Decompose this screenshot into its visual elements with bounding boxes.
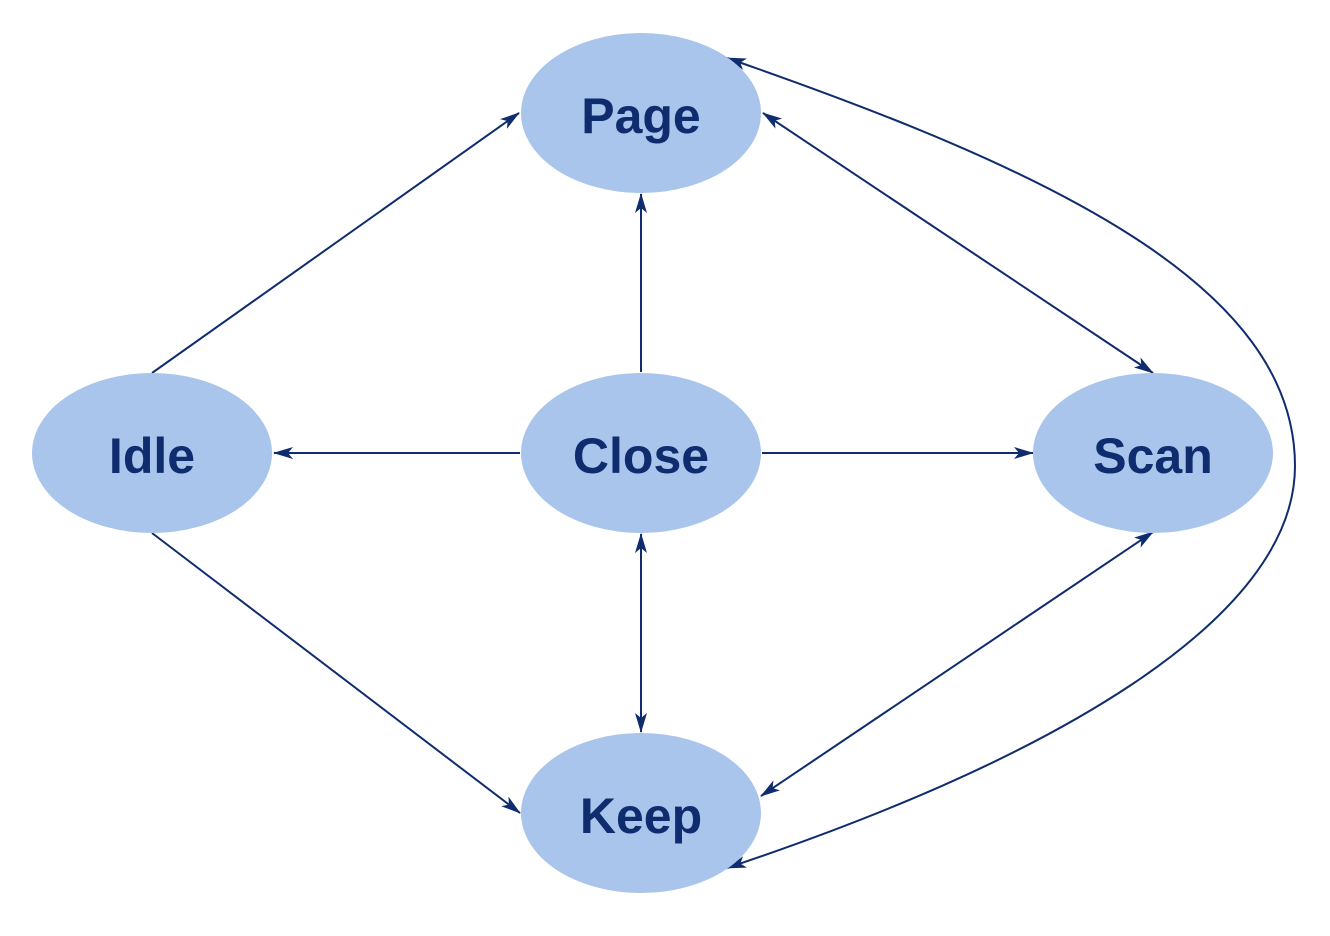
- node-page-label: Page: [581, 88, 701, 144]
- node-scan-shape: [1033, 373, 1273, 533]
- node-idle-shape: [32, 373, 272, 533]
- node-close-label: Close: [573, 428, 709, 484]
- node-idle-label: Idle: [109, 428, 195, 484]
- node-scan-label: Scan: [1093, 428, 1213, 484]
- node-close: Close: [521, 373, 761, 533]
- edge-idle-to-page: [151, 112, 520, 374]
- node-keep-shape: [521, 733, 761, 893]
- node-close-shape: [521, 373, 761, 533]
- node-idle: Idle: [32, 373, 272, 533]
- node-keep: Keep: [521, 733, 761, 893]
- node-page: Page: [521, 33, 761, 193]
- edge-scan-keep: [760, 531, 1154, 797]
- node-page-shape: [521, 33, 761, 193]
- node-scan: Scan: [1033, 373, 1273, 533]
- edges: [151, 57, 1297, 869]
- edge-idle-to-keep: [151, 532, 521, 814]
- node-keep-label: Keep: [580, 788, 702, 844]
- edge-page-scan: [762, 112, 1154, 374]
